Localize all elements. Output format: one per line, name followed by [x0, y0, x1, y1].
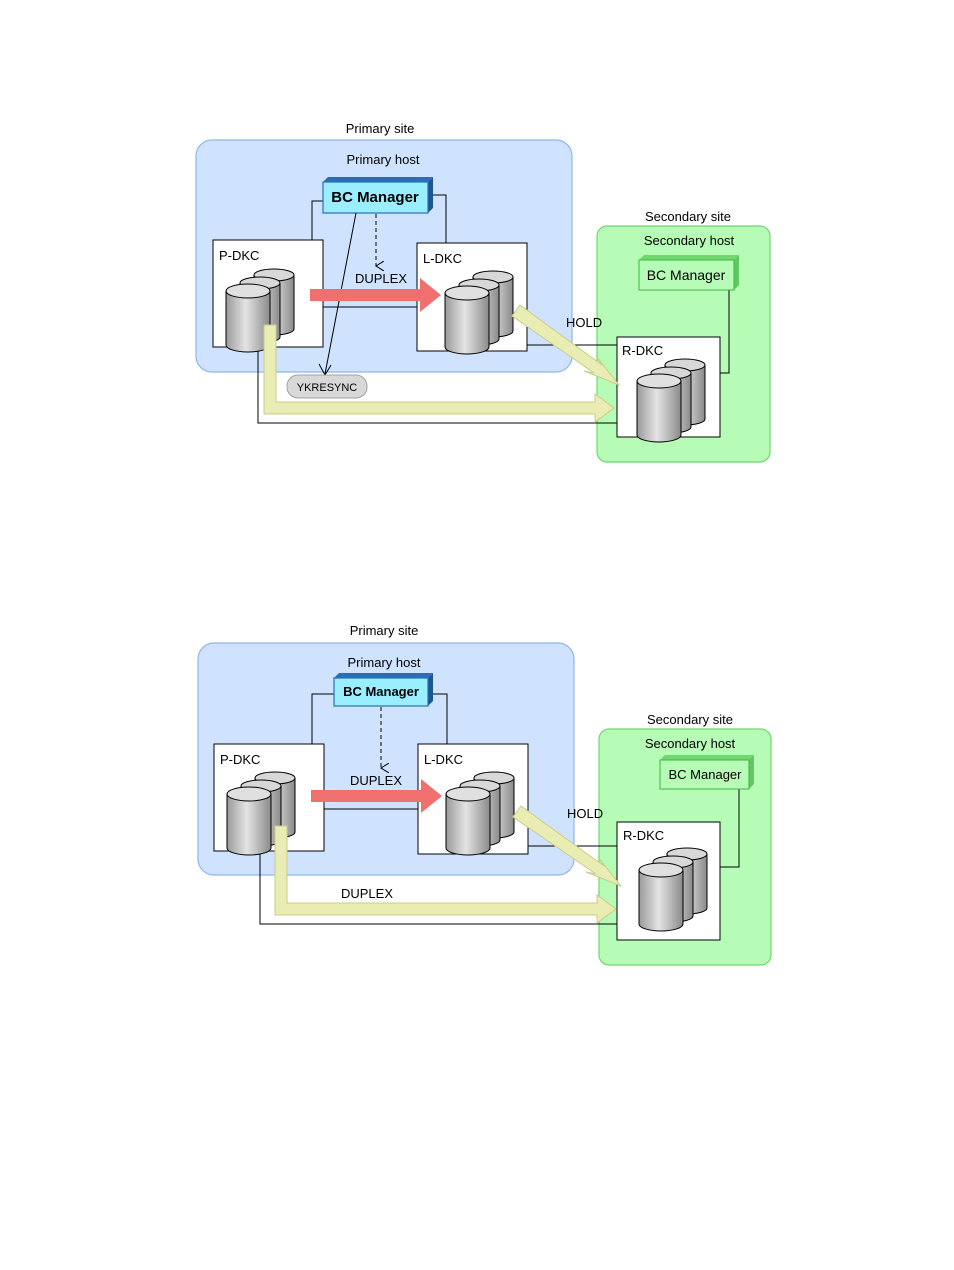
secondary-bc-manager-box[interactable]: BC Manager: [639, 255, 739, 290]
l-dkc-label: L-DKC: [424, 752, 463, 767]
ykresync-label: YKRESYNC: [297, 382, 358, 394]
secondary-site-label: Secondary site: [647, 712, 733, 727]
duplex-label: DUPLEX: [355, 271, 407, 286]
primary-site-label: Primary site: [350, 623, 419, 638]
r-dkc-label: R-DKC: [623, 828, 664, 843]
primary-site-label: Primary site: [346, 121, 415, 136]
primary-bc-manager-label: BC Manager: [331, 189, 419, 206]
p-dkc-label: P-DKC: [220, 752, 260, 767]
secondary-bc-manager-label: BC Manager: [647, 267, 726, 283]
hold-label: HOLD: [566, 315, 602, 330]
primary-bc-manager-box[interactable]: BC Manager: [323, 177, 433, 213]
remote-duplex-label: DUPLEX: [341, 886, 393, 901]
primary-bc-manager-label: BC Manager: [343, 684, 419, 699]
secondary-site-label: Secondary site: [645, 209, 731, 224]
secondary-host-label: Secondary host: [644, 233, 735, 248]
hold-label: HOLD: [567, 806, 603, 821]
primary-bc-manager-box[interactable]: BC Manager: [334, 673, 433, 706]
diagram-after-resync: Primary site Primary host Secondary site…: [0, 618, 954, 968]
primary-host-label: Primary host: [347, 152, 420, 167]
r-dkc-label: R-DKC: [622, 343, 663, 358]
primary-host-label: Primary host: [348, 655, 421, 670]
secondary-bc-manager-box[interactable]: BC Manager: [660, 755, 754, 789]
diagram-2-canvas: Primary site Primary host Secondary site…: [0, 618, 954, 968]
ykresync-command-pill: YKRESYNC: [287, 375, 367, 398]
secondary-bc-manager-label: BC Manager: [669, 767, 743, 782]
p-dkc-label: P-DKC: [219, 248, 259, 263]
diagram-ykresync: Primary site Primary host Secondary site…: [0, 115, 954, 465]
duplex-label: DUPLEX: [350, 773, 402, 788]
l-dkc-label: L-DKC: [423, 251, 462, 266]
diagram-1-canvas: Primary site Primary host Secondary site…: [0, 115, 954, 465]
secondary-host-label: Secondary host: [645, 736, 736, 751]
